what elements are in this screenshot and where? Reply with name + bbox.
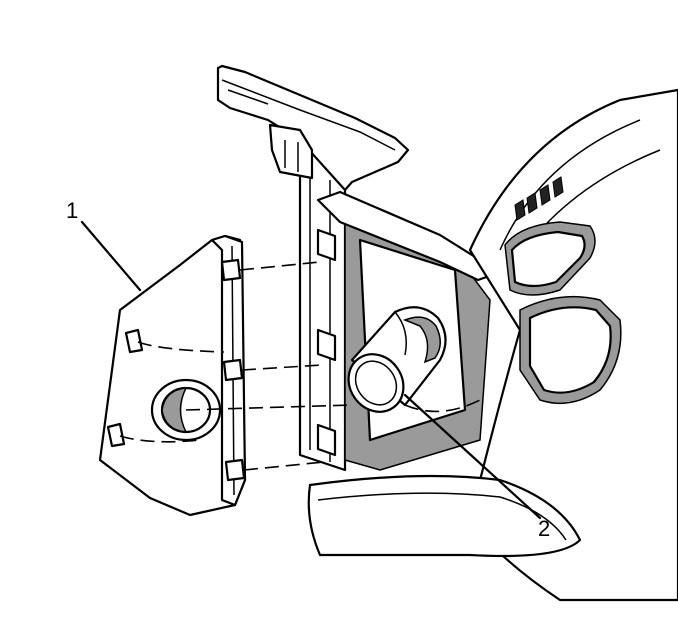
leader-line-2 — [403, 393, 542, 520]
callout-label-1: 1 — [66, 198, 79, 223]
bezel-part — [98, 234, 247, 517]
callout-label-2: 2 — [538, 516, 551, 541]
power-outlet-receptacle — [347, 306, 447, 413]
leader-line-1 — [80, 220, 142, 292]
alignment-lines — [119, 261, 481, 471]
instrument-panel — [216, 64, 678, 602]
